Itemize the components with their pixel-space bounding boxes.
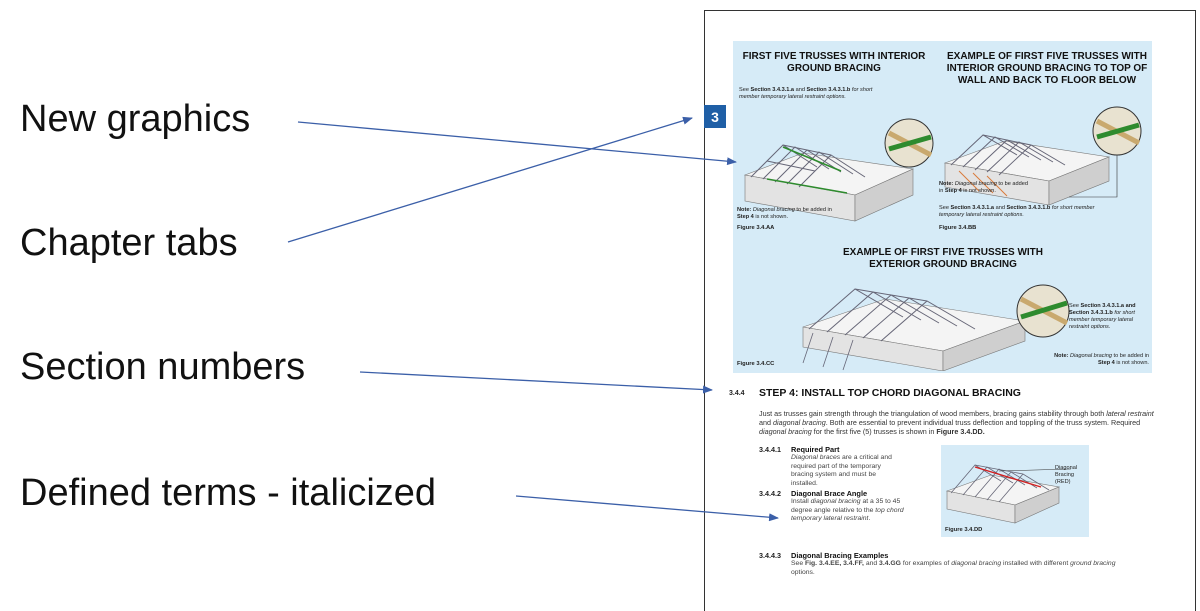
figure-dd: Diagonal Bracing (RED) Figure 3.4.DD	[941, 445, 1089, 537]
callout-new-graphics: New graphics	[20, 98, 251, 140]
section-number: 3.4.4	[729, 390, 745, 397]
figure-dd-illustration	[945, 464, 1072, 524]
section-title: STEP 4: INSTALL TOP CHORD DIAGONAL BRACI…	[759, 387, 1021, 399]
subsection-1-title: Required Part	[791, 445, 840, 454]
figure-dd-label: Figure 3.4.DD	[945, 527, 983, 533]
callout-chapter-tabs: Chapter tabs	[20, 222, 238, 264]
document-page: FIRST FIVE TRUSSES WITH INTERIOR GROUND …	[704, 10, 1196, 611]
arrow-defined-terms	[515, 495, 779, 522]
section-paragraph: Just as trusses gain strength through th…	[759, 409, 1154, 436]
arrow-section-numbers	[359, 371, 713, 394]
figure-cc-title: EXAMPLE OF FIRST FIVE TRUSSES WITH EXTER…	[842, 247, 1043, 270]
figure-aa-title: FIRST FIVE TRUSSES WITH INTERIOR GROUND …	[742, 51, 926, 74]
subsection-3-title: Diagonal Bracing Examples	[791, 551, 889, 560]
subsection-1-number: 3.4.4.1	[759, 445, 781, 454]
subsection-1-text: Diagonal braces are a critical and requi…	[791, 454, 892, 487]
figure-bb-title: EXAMPLE OF FIRST FIVE TRUSSES WITH INTER…	[946, 51, 1148, 86]
figure-cc-note: Note: Diagonal bracing to be added in St…	[1054, 353, 1149, 366]
subsection-2-title: Diagonal Brace Angle	[791, 489, 868, 498]
figure-dd-callout: Diagonal Bracing (RED)	[1055, 465, 1078, 485]
figure-cc-see-note: See Section 3.4.3.1.a and Section 3.4.3.…	[1069, 303, 1136, 330]
subsection-3-text: See Fig. 3.4.EE, 3.4.FF, and 3.4.GG for …	[791, 560, 1116, 576]
figure-bb-illustration	[943, 106, 1142, 206]
figure-bb-label: Figure 3.4.BB	[939, 225, 977, 231]
subsection-3-number: 3.4.4.3	[759, 551, 781, 560]
chapter-tab: 3	[704, 105, 726, 128]
figure-aa-note: Note: Diagonal bracing to be added in St…	[737, 207, 832, 220]
figure-bb-note: Note: Diagonal bracing to be added in St…	[939, 181, 1028, 194]
figure-bb-see-note: See Section 3.4.3.1.a and Section 3.4.3.…	[939, 205, 1095, 218]
arrow-chapter-tabs	[287, 116, 693, 243]
figure-panel: FIRST FIVE TRUSSES WITH INTERIOR GROUND …	[733, 41, 1152, 373]
subsection-2-text: Install diagonal bracing at a 35 to 45 d…	[791, 498, 904, 522]
arrow-new-graphics	[297, 121, 737, 166]
figure-aa-illustration	[743, 118, 934, 222]
figure-cc-label: Figure 3.4.CC	[737, 361, 775, 367]
figure-aa-see-note: See Section 3.4.3.1.a and Section 3.4.3.…	[739, 87, 873, 100]
subsection-2-number: 3.4.4.2	[759, 489, 781, 498]
figure-cc-illustration	[802, 284, 1070, 371]
callout-section-numbers: Section numbers	[20, 346, 306, 388]
figure-aa-label: Figure 3.4.AA	[737, 225, 775, 231]
callout-defined-terms: Defined terms - italicized	[20, 472, 437, 514]
